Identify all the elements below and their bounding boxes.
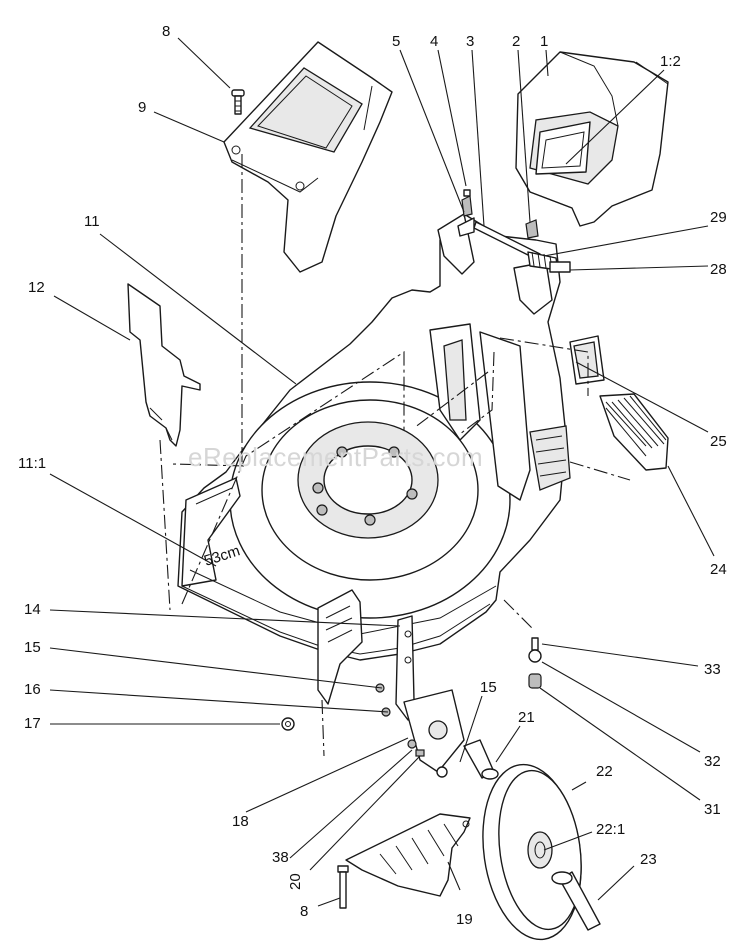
callout-labels: 8 9 5 4 3 2 1 1:2 29 28 11 12 25 24 11:1…: [18, 23, 727, 928]
deck-fastener-stack: [528, 637, 542, 689]
callout-8-top: 8: [162, 23, 170, 40]
callout-9: 9: [138, 99, 146, 116]
callout-32: 32: [704, 753, 721, 770]
axle-bolt-part-21: [463, 739, 499, 780]
callout-14: 14: [24, 601, 41, 618]
callout-23: 23: [640, 851, 657, 868]
callout-4: 4: [430, 33, 438, 50]
callout-8-bottom: 8: [300, 903, 308, 920]
callout-11: 11: [84, 213, 100, 230]
callout-1: 1: [540, 33, 548, 50]
air-filter: [599, 393, 669, 471]
leader-lines: [49, 37, 715, 907]
callout-2: 2: [512, 33, 520, 50]
callout-29: 29: [710, 209, 727, 226]
rear-discharge-cover: [223, 41, 393, 273]
wheel-bolt-part-23: [551, 871, 601, 931]
callout-19: 19: [456, 911, 473, 928]
callout-21: 21: [518, 709, 535, 726]
callout-22: 22: [596, 763, 613, 780]
callout-1-2: 1:2: [660, 53, 681, 70]
callout-25: 25: [710, 433, 727, 450]
side-baffle-plate: [127, 283, 201, 447]
callout-22-1: 22:1: [596, 821, 625, 838]
callout-15-right: 15: [480, 679, 497, 696]
callout-20: 20: [287, 873, 304, 890]
mower-deck: 53cm: [177, 213, 571, 661]
rear-guard-plate: [345, 813, 471, 897]
bolt-part-8-bottom: [337, 865, 349, 909]
callout-33: 33: [704, 661, 721, 678]
callout-18: 18: [232, 813, 249, 830]
callout-12: 12: [28, 279, 45, 296]
rear-wheel: [482, 763, 582, 941]
bolt-part-8-top: [231, 89, 245, 115]
callout-38: 38: [272, 849, 289, 866]
callout-5: 5: [392, 33, 400, 50]
explode-lines: [159, 154, 631, 757]
callout-3: 3: [466, 33, 474, 50]
callout-15-left: 15: [24, 639, 41, 656]
callout-24: 24: [710, 561, 727, 578]
watermark: eReplacementParts.com: [188, 442, 483, 472]
callout-17: 17: [24, 715, 41, 732]
callout-11-1: 11:1: [18, 455, 46, 472]
rear-door-rod-assembly: [457, 189, 571, 273]
chute-flap: [569, 335, 605, 385]
callout-28: 28: [710, 261, 727, 278]
callout-31: 31: [704, 801, 721, 818]
callout-16: 16: [24, 681, 41, 698]
